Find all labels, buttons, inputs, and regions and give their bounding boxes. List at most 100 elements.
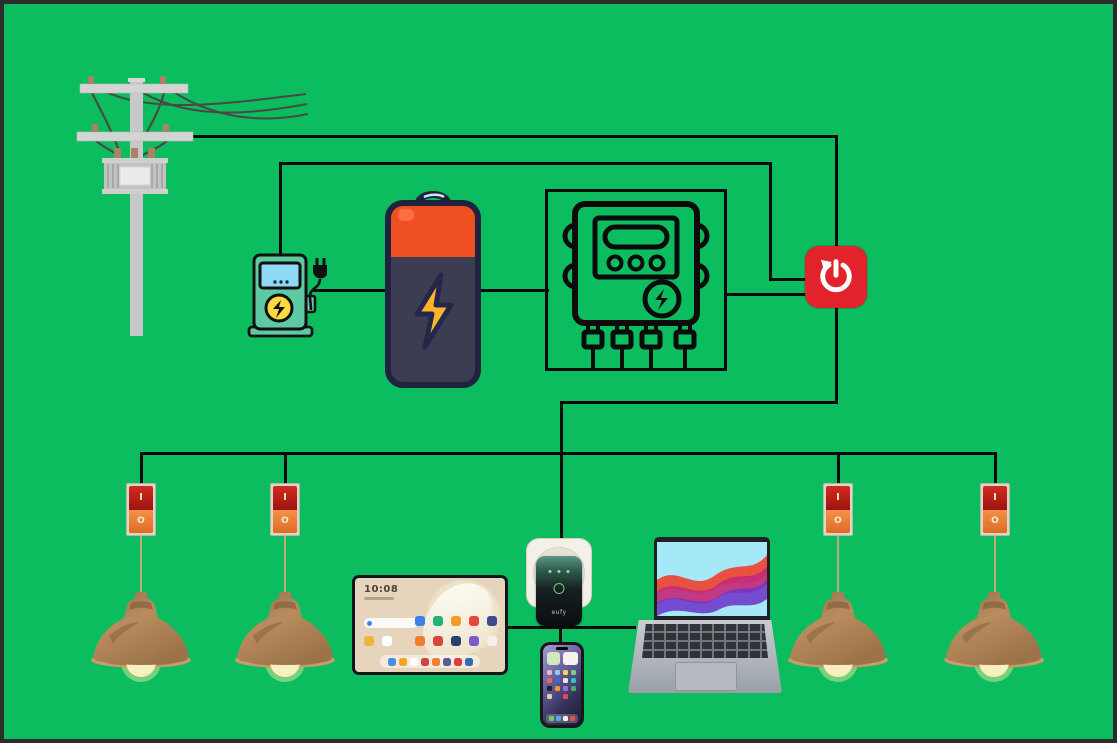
phone-app-icon	[555, 678, 560, 683]
phone-app-icon	[547, 686, 552, 691]
dock-icon	[442, 657, 451, 666]
phone-app-icon	[571, 678, 576, 683]
switch-on-half: I	[826, 486, 850, 510]
rocker-switch-2: I O	[270, 483, 300, 536]
wire-charger-loop-top	[279, 162, 772, 165]
phone-screen	[543, 645, 581, 725]
laptop-wallpaper-waves	[657, 542, 767, 616]
wire-to-smart-plug	[560, 401, 563, 542]
rocker-switch-3: I O	[823, 483, 853, 536]
switch-off-half: O	[273, 509, 297, 533]
wire-mid-horizontal	[561, 401, 838, 404]
switch-on-label: I	[283, 492, 287, 504]
ev-charging-station-icon	[247, 253, 327, 338]
tablet-clock: 10:08	[364, 584, 399, 595]
rocker-switch-4: I O	[980, 483, 1010, 536]
wire-charger-battery	[312, 289, 388, 292]
wire-drop-switch-1	[140, 452, 143, 486]
lamp-cord-1	[140, 536, 142, 593]
switch-off-label: O	[281, 516, 289, 527]
dock-icon	[409, 657, 418, 666]
app-icon	[433, 636, 443, 646]
app-icon	[382, 636, 392, 646]
wire-battery-meter	[479, 289, 549, 292]
switch-on-label: I	[993, 492, 997, 504]
switch-off-label: O	[991, 516, 999, 527]
wire-charger-vertical	[279, 162, 282, 259]
wire-plug-phone	[559, 612, 562, 646]
phone-app-icon	[555, 670, 560, 675]
wire-distribution-bus	[140, 452, 997, 455]
pendant-lamp-1	[91, 592, 191, 682]
phone-widget	[547, 652, 560, 665]
phone-app-icon	[547, 678, 552, 683]
tablet-date-text	[364, 597, 394, 600]
phone-widget	[563, 652, 578, 665]
switch-on-half: I	[983, 486, 1007, 510]
app-icon	[469, 616, 479, 626]
app-icon	[469, 636, 479, 646]
tablet-search-bar	[364, 618, 418, 628]
app-icon	[487, 616, 497, 626]
lamp-cord-4	[994, 536, 996, 593]
laptop-keyboard	[642, 624, 768, 658]
lamp-cord-2	[284, 536, 286, 593]
phone-app-icon	[571, 670, 576, 675]
dock-icon	[420, 657, 429, 666]
phone-app-icon	[563, 694, 568, 699]
wire-drop-switch-3	[837, 452, 840, 486]
phone-app-icon	[563, 678, 568, 683]
smartphone-device	[540, 642, 584, 728]
electric-meter-box-icon	[545, 189, 727, 371]
plug-logo-icon	[553, 583, 565, 594]
pendant-lamp-4	[944, 592, 1044, 682]
phone-app-icon	[563, 670, 568, 675]
switch-off-label: O	[834, 516, 842, 527]
dock-icon	[431, 657, 440, 666]
switch-on-half: I	[273, 486, 297, 510]
laptop-screen	[654, 537, 770, 621]
switch-off-half: O	[826, 509, 850, 533]
switch-on-label: I	[139, 492, 143, 504]
rocker-switch-1: I O	[126, 483, 156, 536]
wire-meter-power	[724, 293, 809, 296]
app-icon	[487, 636, 497, 646]
wire-tablet-laptop	[506, 626, 636, 629]
wire-charger-loop-down	[769, 162, 772, 281]
power-restart-icon	[805, 246, 867, 308]
switch-off-half: O	[983, 509, 1007, 533]
phone-app-icon	[563, 686, 568, 691]
smart-plug-device: eufy	[536, 556, 582, 626]
power-glyph	[820, 259, 852, 293]
phone-dock	[546, 714, 578, 723]
app-icon	[451, 636, 461, 646]
dock-icon	[464, 657, 473, 666]
utility-pole-transformer-icon	[76, 76, 309, 336]
phone-app-icon	[555, 694, 560, 699]
app-icon	[433, 616, 443, 626]
search-icon	[367, 620, 372, 626]
switch-on-half: I	[129, 486, 153, 510]
plug-led-indicators	[548, 570, 570, 573]
app-icon	[415, 616, 425, 626]
wire-loop-into-power	[769, 278, 811, 281]
switch-off-label: O	[137, 516, 145, 527]
dock-icon	[398, 657, 407, 666]
laptop-device	[628, 537, 782, 695]
phone-app-icon	[547, 670, 552, 675]
pendant-lamp-3	[788, 592, 888, 682]
app-icon	[451, 616, 461, 626]
wire-drop-switch-4	[994, 452, 997, 486]
battery-lightning-icon	[385, 191, 481, 388]
phone-app-icon	[547, 694, 552, 699]
app-icon	[364, 636, 374, 646]
pendant-lamp-2	[235, 592, 335, 682]
tablet-dock	[380, 655, 480, 668]
phone-notch	[556, 647, 568, 650]
tablet-device: 10:08	[352, 575, 508, 675]
laptop-trackpad	[675, 662, 737, 691]
wire-pole-to-power	[181, 135, 838, 138]
plug-brand-label: eufy	[551, 609, 567, 616]
app-icon	[415, 636, 425, 646]
